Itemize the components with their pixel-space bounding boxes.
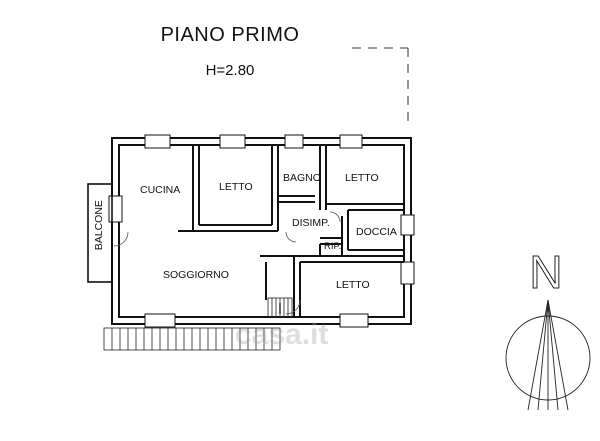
room-label-bagno: BAGNO [283,172,321,184]
room-label-balcone: BALCONE [92,200,105,251]
room-label-letto-3: LETTO [336,279,370,291]
room-label-doccia: DOCCIA [356,226,397,238]
internal-stair [267,297,293,318]
compass-rose [505,299,591,411]
room-label-letto-1: LETTO [219,181,253,193]
room-label-ripostiglio: RIP. [324,241,342,252]
plan-title: PIANO PRIMO [160,24,300,46]
floor-height: H=2.80 [205,62,255,79]
watermark: casa.it [235,318,329,351]
room-label-disimpegno: DISIMP. [292,217,330,229]
room-label-soggiorno: SOGGIORNO [163,269,229,281]
room-label-letto-2: LETTO [345,172,379,184]
windows [108,134,415,328]
terrace-outline [352,47,409,126]
interior-walls [178,145,404,317]
balcone [87,183,113,283]
north-letter: N [529,246,562,298]
external-steps [103,327,281,351]
room-label-cucina: CUCINA [140,184,181,196]
